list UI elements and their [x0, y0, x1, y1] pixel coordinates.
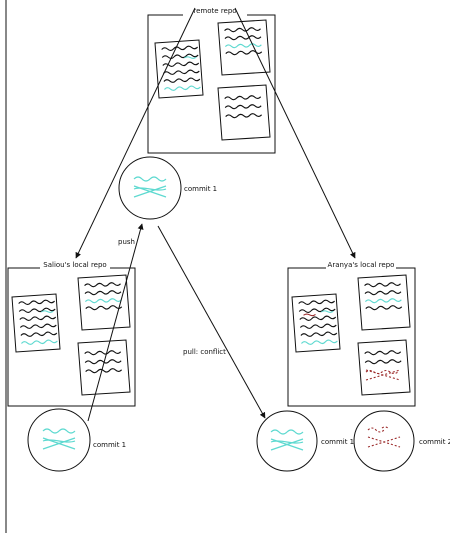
clone-arrow-saliou: [75, 7, 196, 259]
clone-arrow-aranya: [234, 7, 356, 259]
aranya-commit-2: commit 2: [353, 410, 450, 472]
aranya-file-a: [291, 293, 341, 353]
saliou-repo: Saliou's local repo: [7, 260, 136, 407]
push-label: push: [118, 238, 135, 246]
aranya-commit-1-label: commit 1: [321, 438, 354, 446]
pull-label: pull: conflict: [183, 348, 226, 356]
aranya-repo: Aranya's local repo: [287, 260, 416, 407]
saliou-repo-label: Saliou's local repo: [43, 261, 106, 269]
push-arrow: [87, 223, 144, 422]
remote-file-b: [218, 20, 270, 75]
saliou-file-b: [78, 275, 130, 330]
aranya-commit-2-label: commit 2: [419, 438, 450, 446]
pull-arrow: [157, 225, 266, 419]
aranya-file-c: [357, 339, 411, 396]
aranya-file-b: [358, 275, 410, 330]
aranya-commit-1: commit 1: [256, 410, 354, 472]
remote-repo: remote repo: [147, 6, 276, 154]
aranya-repo-label: Aranya's local repo: [328, 261, 395, 269]
remote-commit: commit 1: [118, 156, 217, 220]
saliou-commit-label: commit 1: [93, 441, 126, 449]
remote-repo-label: remote repo: [193, 7, 236, 15]
saliou-commit: commit 1: [27, 408, 126, 472]
remote-file-c: [218, 85, 270, 140]
remote-file-a: [155, 40, 203, 98]
saliou-file-a: [12, 294, 60, 352]
conflict-glyph: [367, 426, 401, 448]
saliou-file-c: [78, 340, 130, 395]
remote-commit-label: commit 1: [184, 185, 217, 193]
